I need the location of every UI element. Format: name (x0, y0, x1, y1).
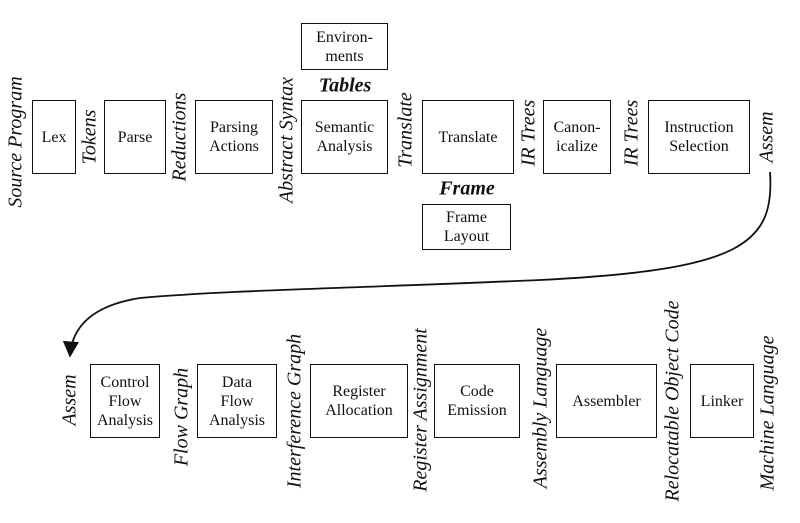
relocatable-object-code-label: Relocatable Object Code (661, 300, 684, 502)
parsing-actions-box: Parsing Actions (195, 100, 273, 174)
assembly-language-label: Assembly Language (529, 327, 552, 489)
assem-top-label: Assem (755, 111, 778, 163)
control-flow-analysis-box: Control Flow Analysis (90, 364, 160, 438)
source-program-label: Source Program (4, 76, 27, 208)
instruction-selection-box: Instruction Selection (648, 100, 750, 174)
frame-label: Frame (439, 177, 495, 200)
environments-box: Environ- ments (301, 23, 388, 70)
translate-edge-label: Translate (394, 92, 417, 168)
assembler-box: Assembler (556, 364, 657, 438)
register-allocation-box: Register Allocation (310, 364, 408, 438)
tables-label: Tables (318, 74, 372, 97)
semantic-analysis-box: Semantic Analysis (301, 100, 388, 174)
canonicalize-box: Canon- icalize (543, 100, 611, 174)
translate-box: Translate (422, 100, 514, 174)
ir-trees-label-1: IR Trees (517, 99, 540, 167)
abstract-syntax-label: Abstract Syntax (275, 76, 298, 204)
tokens-label: Tokens (78, 109, 101, 165)
interference-graph-label: Interference Graph (283, 333, 306, 489)
register-assignment-label: Register Assignment (409, 328, 432, 492)
data-flow-analysis-box: Data Flow Analysis (197, 364, 277, 438)
code-emission-box: Code Emission (434, 364, 520, 438)
flow-graph-label: Flow Graph (170, 367, 193, 467)
frame-layout-box: Frame Layout (422, 204, 511, 250)
parse-box: Parse (104, 100, 166, 174)
assem-bottom-label: Assem (58, 374, 81, 426)
machine-language-label: Machine Language (756, 335, 779, 491)
reductions-label: Reductions (168, 92, 191, 182)
linker-box: Linker (690, 364, 754, 438)
lex-box: Lex (32, 100, 76, 174)
ir-trees-label-2: IR Trees (620, 99, 643, 167)
